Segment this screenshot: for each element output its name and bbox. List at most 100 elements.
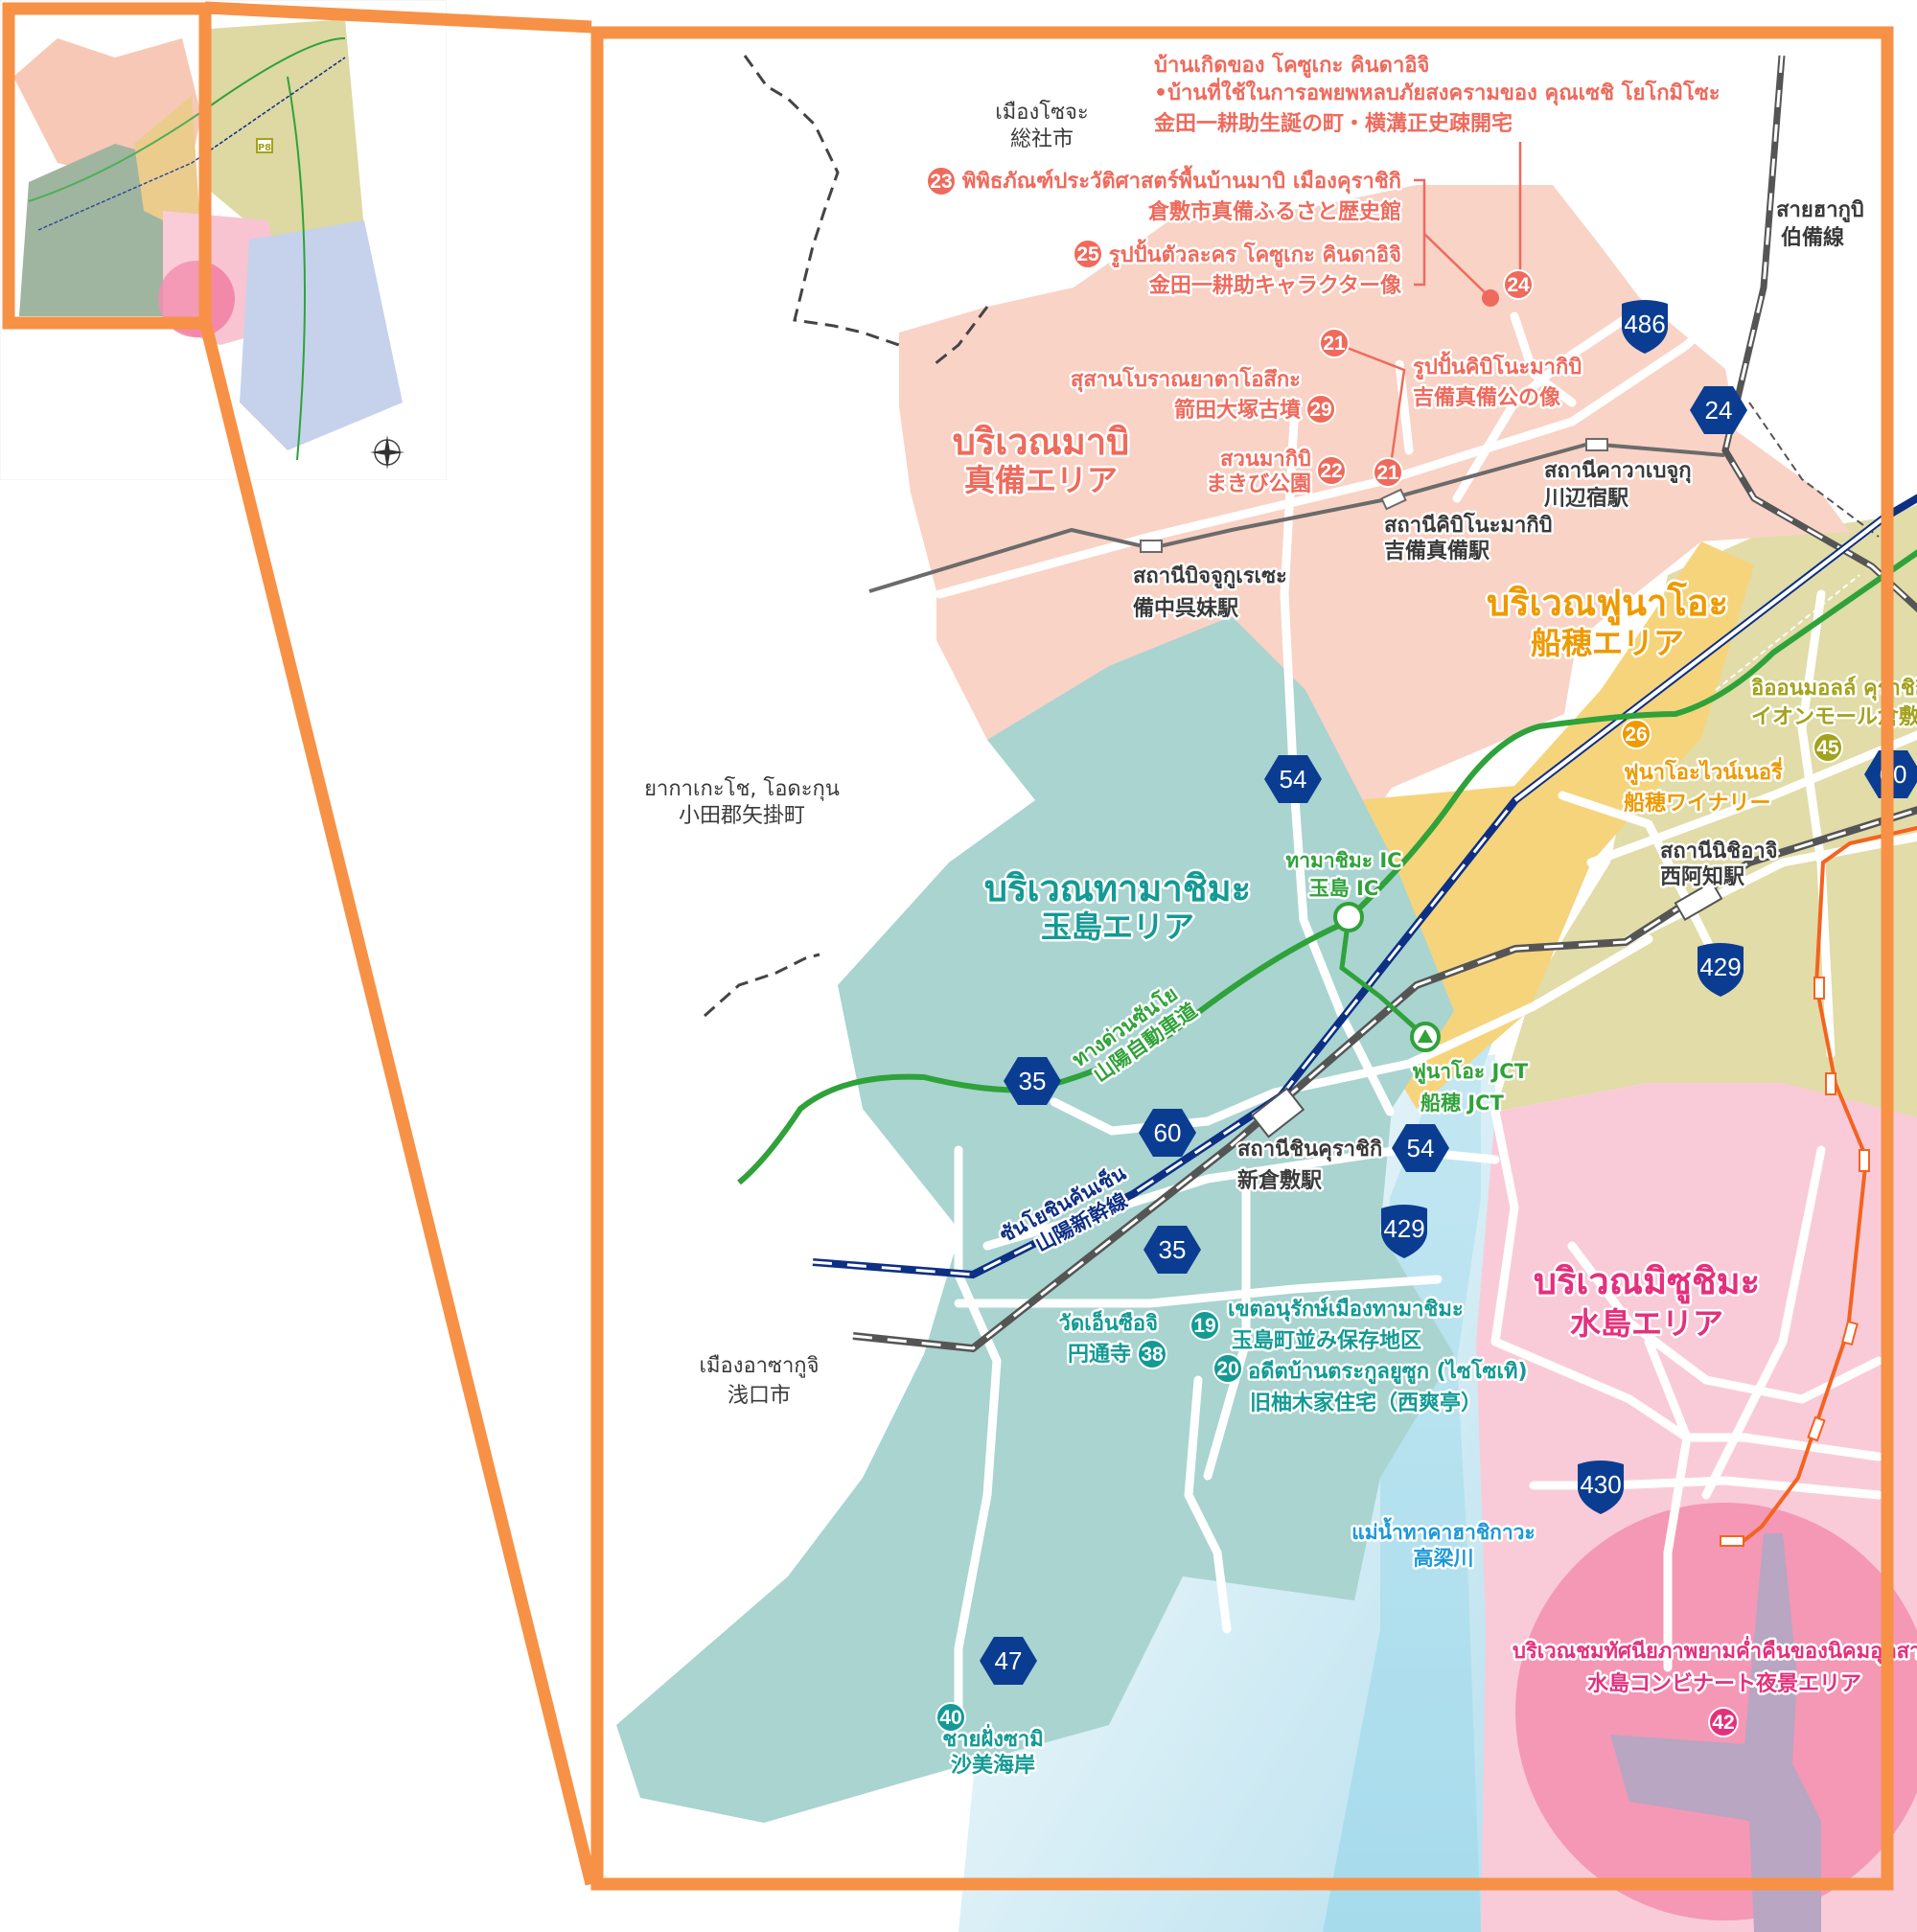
zoom-callout <box>198 1 1894 1891</box>
svg-text:42: 42 <box>1712 1712 1734 1734</box>
funao-jct-label-th: ฟูนาโอะ JCT <box>1412 1059 1529 1085</box>
spot-20-marker[interactable]: 20 <box>1213 1353 1243 1384</box>
spot-26-marker[interactable]: 26 <box>1621 719 1651 749</box>
spot-22-marker[interactable]: 22 <box>1316 455 1347 486</box>
thumbnail-page-marker: P8 <box>258 143 271 153</box>
leader-lines <box>1344 142 1522 459</box>
city-asakuchi-th: เมืองอาซากูจิ <box>699 1354 819 1378</box>
spot-19-marker[interactable]: 19 <box>1189 1310 1220 1341</box>
overview-thumbnail[interactable]: P8 <box>0 0 447 480</box>
area-mabi-jp: 真備エリア <box>964 462 1118 498</box>
spot-21-label-th: รูปปั้นคิบิโนะมากิบิ <box>1413 351 1582 380</box>
svg-text:26: 26 <box>1625 724 1647 746</box>
spot-38-label-th: วัดเอ็นซือจิ <box>1059 1309 1158 1336</box>
municipal-borders <box>704 55 989 1018</box>
svg-text:47: 47 <box>995 1646 1023 1675</box>
jct-link <box>1339 916 1427 1039</box>
svg-text:22: 22 <box>1320 460 1342 482</box>
route-429-shield: 429 <box>1381 1205 1427 1258</box>
spot-24-label-jp: 金田一耕助生誕の町・横溝正史疎開宅 <box>1153 111 1513 136</box>
area-mabi-th: บริเวณมาบิ <box>953 421 1130 463</box>
station-kibi-jp: 吉備真備駅 <box>1384 539 1490 564</box>
tamashima-region <box>616 616 1454 1823</box>
svg-text:35: 35 <box>1159 1235 1187 1264</box>
spot-45-marker[interactable]: 45 <box>1813 732 1843 763</box>
ibara-stations <box>1140 438 1608 553</box>
spot-29-label-jp: 箭田大塚古墳 <box>1174 398 1301 423</box>
mizushima-rail-line <box>1742 825 1917 1543</box>
spot-38-marker[interactable]: 38 <box>1137 1339 1167 1369</box>
route-430-shield: 430 <box>1578 1460 1624 1514</box>
area-tamashima-th: บริเวณทามาชิมะ <box>984 867 1251 909</box>
funao-region <box>1342 541 1754 1109</box>
spot-19-label-th: เขตอนุรักษ์เมืองทามาชิมะ <box>1228 1297 1464 1322</box>
svg-text:19: 19 <box>1193 1315 1215 1337</box>
route-47-shield: 47 <box>980 1637 1037 1685</box>
svg-text:54: 54 <box>1280 765 1307 794</box>
river-label-jp: 高梁川 <box>1414 1547 1474 1570</box>
river-label-th: แม่น้ำทาคาฮาชิกาวะ <box>1351 1517 1535 1544</box>
svg-text:21: 21 <box>1323 333 1346 355</box>
hakubi-line-label-jp: 伯備線 <box>1781 225 1844 250</box>
spot-40-marker[interactable]: 40 <box>935 1702 966 1733</box>
spot-23-marker[interactable]: 23 <box>926 166 957 196</box>
spot-19-label-jp: 玉島町並み保存地区 <box>1232 1328 1421 1353</box>
spot-29-marker[interactable]: 29 <box>1305 394 1336 425</box>
city-soja-th: เมืองโซจะ <box>995 100 1088 125</box>
svg-text:35: 35 <box>1019 1067 1047 1095</box>
svg-text:60: 60 <box>1154 1118 1182 1147</box>
station-kawabe-jp: 川辺宿駅 <box>1543 486 1628 511</box>
route-54-shield: 54 <box>1392 1124 1449 1172</box>
station-nishiachi-jp: 西阿知駅 <box>1660 864 1744 889</box>
spot-21-marker[interactable]: 21 <box>1319 328 1350 358</box>
shinkurashiki-station-marker <box>1250 1087 1305 1138</box>
spot-21-marker[interactable]: 21 <box>1373 457 1403 488</box>
nishiachi-station-marker <box>1674 880 1723 922</box>
route-60-shield: 60 <box>1139 1109 1196 1157</box>
hakubi-line-label-th: สายฮากูบิ <box>1776 198 1864 223</box>
station-shinkurashiki-jp: 新倉敷駅 <box>1237 1168 1322 1193</box>
city-soja-jp: 総社市 <box>1010 127 1074 151</box>
svg-text:486: 486 <box>1624 310 1665 338</box>
svg-text:20: 20 <box>1216 1358 1238 1380</box>
spot-42-marker[interactable]: 42 <box>1708 1707 1739 1737</box>
spot-20-label-jp: 旧柚木家住宅（西爽亭） <box>1250 1391 1482 1415</box>
spot-24-label-th2: •บ้านที่ใช้ในการอพยพหลบภัยสงครามของ คุณเ… <box>1154 77 1721 106</box>
svg-text:25: 25 <box>1076 243 1099 265</box>
river-area <box>1323 748 1629 1932</box>
route-54-shield: 54 <box>1264 755 1322 803</box>
spot-26-label-th: ฟูนาโอะไวน์เนอรี่ <box>1624 756 1783 786</box>
svg-text:429: 429 <box>1699 953 1741 981</box>
spot-22-label-th: สวนมากิบิ <box>1220 448 1311 472</box>
area-funao-jp: 船穂エリア <box>1531 625 1684 661</box>
main-map[interactable]: 35 60 54 54 35 47 24 60 486 429 429 430 … <box>591 27 1917 1932</box>
svg-text:29: 29 <box>1309 399 1331 421</box>
station-kawabe-th: สถานีคาวาเบจูกุ <box>1544 459 1692 484</box>
spot-38-label-jp: 円通寺 <box>1068 1343 1131 1367</box>
svg-text:40: 40 <box>939 1707 961 1729</box>
route-429-shield: 429 <box>1698 943 1744 997</box>
station-shinkurashiki-th: สถานีชินคุราชิกิ <box>1237 1138 1382 1162</box>
kindaichi-statue-dot <box>1482 289 1499 307</box>
area-mizushima-th: บริเวณมิซูชิมะ <box>1534 1260 1760 1304</box>
spot-20-label-th: อดีตบ้านตระกูลยูซูก (ไซโซเทิ) <box>1248 1358 1528 1385</box>
spot-29-label-th: สุสานโบราณยาตาโอสึกะ <box>1071 366 1301 393</box>
compass-rose-icon <box>370 435 404 470</box>
svg-text:24: 24 <box>1507 274 1530 296</box>
svg-text:38: 38 <box>1141 1344 1164 1366</box>
spot-25-marker[interactable]: 25 <box>1073 239 1103 269</box>
spot-23-label-jp: 倉敷市真備ふるさと歴史館 <box>1147 199 1401 224</box>
svg-text:21: 21 <box>1376 462 1399 484</box>
thumbnail-highlight-frame <box>2 2 212 330</box>
funao-jct-marker <box>1410 1022 1441 1052</box>
spot-24-marker[interactable]: 24 <box>1503 269 1534 300</box>
station-nishiachi-th: สถานีนิชิอาจิ <box>1660 840 1778 863</box>
station-bitchu-th: สถานีบิจจูกูเรเซะ <box>1133 564 1287 589</box>
sanyo-expressway <box>737 549 1917 1185</box>
route-486-shield: 486 <box>1622 300 1668 354</box>
spot-42-label-jp: 水島コンビナート夜景エリア <box>1587 1671 1861 1696</box>
area-tamashima-jp: 玉島エリア <box>1041 908 1194 945</box>
city-yakage-th: ยากาเกะโช, โอดะกุน <box>644 776 840 801</box>
tamashima-ic-label-th: ทามาชิมะ IC <box>1285 849 1401 872</box>
